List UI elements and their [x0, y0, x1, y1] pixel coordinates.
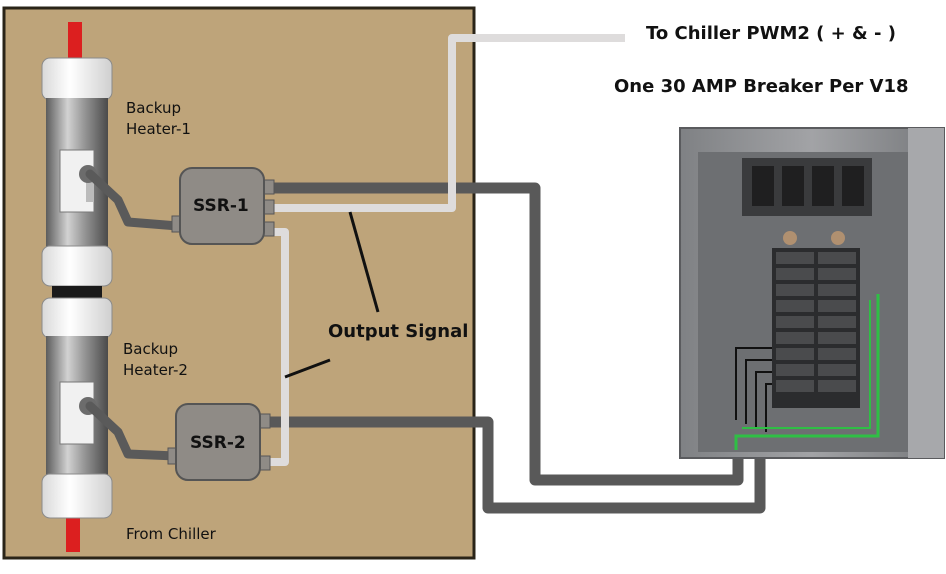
ssr2-label: SSR-2: [190, 433, 246, 453]
signal-wire-ssr2: [268, 228, 289, 466]
power-cable-ssr2: [268, 416, 766, 514]
heater-icon: [41, 297, 113, 519]
output-signal-label: Output Signal: [328, 321, 469, 342]
from-chiller-label: From Chiller: [126, 525, 216, 543]
heater2-label: Backup Heater-2: [123, 340, 188, 379]
breaker-note-label: One 30 AMP Breaker Per V18: [614, 76, 909, 97]
heater1-label: Backup Heater-1: [126, 99, 191, 138]
signal-wire-main: [268, 34, 625, 212]
pointer-line-upper: [348, 211, 380, 313]
pipe-top-red: [68, 22, 82, 58]
pointer-line-lower: [284, 358, 331, 379]
to-chiller-label: To Chiller PWM2 ( + & - ): [646, 23, 896, 44]
power-cable-ssr1: [268, 182, 744, 486]
ssr-icon: [171, 167, 275, 245]
heater2-conduit: [85, 401, 181, 461]
heater1-conduit: [85, 169, 183, 231]
pipe-bottom-red: [66, 518, 80, 552]
breaker-panel-icon: [679, 127, 945, 459]
heater-icon: [41, 57, 113, 287]
ssr-icon: [167, 403, 271, 481]
ssr1-label: SSR-1: [193, 196, 249, 216]
